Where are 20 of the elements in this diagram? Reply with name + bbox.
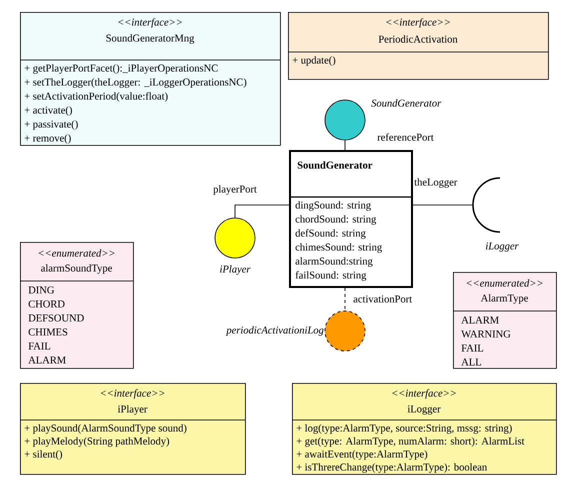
interface-label: iLogger	[486, 242, 519, 252]
interface-box: <<interface>> iPlayer + playSound(AlarmSoundType sound) + playMelody(String pathMelody) + silent()	[20, 383, 246, 475]
connector	[412, 204, 474, 206]
interface-label: iPlayer	[220, 265, 250, 275]
connector	[344, 140, 346, 150]
interface-box: <<interface>> iLogger + log(type:AlarmType, source:String, mssg: string) + get(type: AlarmType, numAlarm: short): AlarmList + awaitEvent(type:AlarmType) + isThrereChange(type:AlarmType): boolean	[292, 383, 557, 475]
interface-box: <<enumerated>> AlarmType ALARM WARNING FAIL ALL	[452, 272, 557, 369]
interface-label: SoundGenerator	[371, 99, 442, 107]
interface-box: <<interface>> PeriodicActivation + update()	[288, 12, 549, 80]
connector	[234, 204, 290, 218]
connector	[344, 288, 346, 311]
class-box: SoundGenerator dingSound: string chordSound: string defSound: string chimesSound: string alarmSound:string failSound: string	[289, 150, 413, 288]
interface-label: periodicActivationiLog	[226, 326, 324, 336]
interface-box: <<enumerated>> alarmSoundType DING CHORD DEFSOUND CHIMES FAIL ALARM	[20, 242, 134, 369]
interface-socket	[472, 177, 500, 233]
edge-label: activationPort	[352, 294, 414, 304]
edge-label: referencePort	[376, 132, 435, 142]
edge-label: theLogger	[413, 177, 458, 189]
edge-label: playerPort	[212, 184, 258, 196]
interface-box: <<interface>> SoundGeneratorMng + getPlayerPortFacet():_iPlayerOperationsNC + setTheLogger(theLogger: _iLoggerOperationsNC) + setActivationPeriod(value:float) + activate() + passivate() + remove()	[20, 12, 281, 146]
